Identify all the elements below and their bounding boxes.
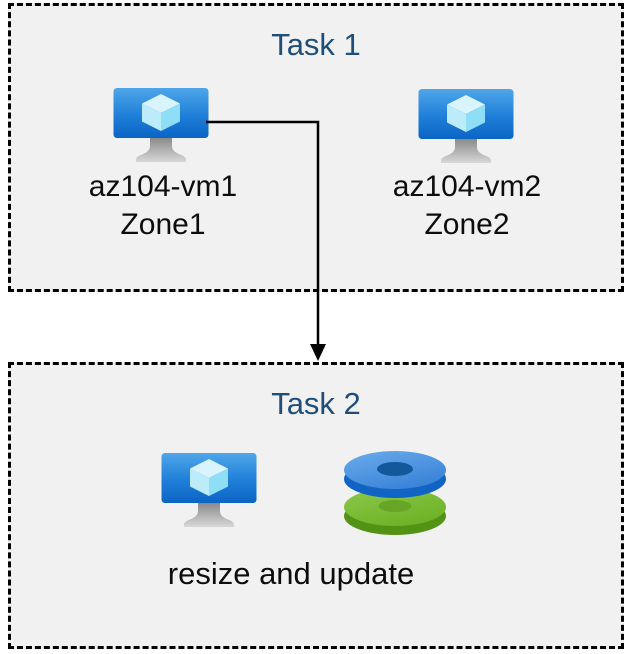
task1-box: Task 1 az104-vm1 Zone1 az104-vm2 Zone2 [8,3,624,292]
vm1-label: az104-vm1 Zone1 [53,168,273,244]
virtual-machine-icon [113,88,209,164]
vm1-name: az104-vm1 [88,170,238,203]
vm1-zone: Zone1 [120,208,206,241]
virtual-machine-icon [418,89,514,165]
vm2-zone: Zone2 [424,208,510,241]
vm2-name: az104-vm2 [392,170,542,203]
task2-caption: resize and update [167,556,415,591]
task2-title: Task 2 [271,386,361,421]
virtual-machine-icon [161,453,257,529]
task2-box: Task 2 resize and update [8,362,624,649]
disks-icon [343,449,447,539]
arrowhead-icon [310,344,326,361]
task1-title: Task 1 [271,27,361,62]
vm2-label: az104-vm2 Zone2 [357,168,577,244]
